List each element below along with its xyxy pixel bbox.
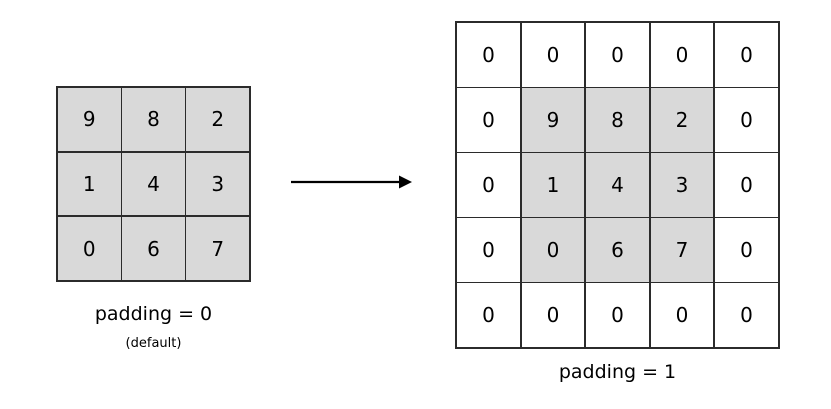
matrix-cell: 0 bbox=[650, 23, 714, 87]
matrix-cell: 0 bbox=[521, 218, 585, 282]
matrix-cell: 0 bbox=[715, 153, 778, 217]
matrix-cell: 0 bbox=[457, 283, 520, 347]
matrix-cell: 4 bbox=[586, 153, 649, 217]
matrix-cell: 0 bbox=[650, 283, 714, 347]
matrix-cell: 9 bbox=[58, 88, 121, 151]
matrix-cell: 0 bbox=[521, 23, 585, 87]
matrix-cell: 4 bbox=[122, 152, 185, 216]
matrix-cell: 1 bbox=[521, 153, 585, 217]
matrix-cell: 0 bbox=[457, 23, 520, 87]
matrix-cell: 0 bbox=[457, 218, 520, 282]
matrix-cell: 0 bbox=[586, 283, 649, 347]
matrix-cell: 0 bbox=[58, 217, 121, 280]
transform-arrow-icon bbox=[291, 175, 412, 189]
matrix-cell: 9 bbox=[521, 88, 585, 152]
matrix-cell: 0 bbox=[715, 283, 778, 347]
matrix-cell: 2 bbox=[186, 88, 249, 151]
matrix-cell: 8 bbox=[122, 88, 185, 151]
matrix-cell: 1 bbox=[58, 152, 121, 216]
matrix-cell: 7 bbox=[650, 218, 714, 282]
matrix-cell: 3 bbox=[650, 153, 714, 217]
matrix-cell: 7 bbox=[186, 217, 249, 280]
matrix-cell: 0 bbox=[521, 283, 585, 347]
matrix-cell: 6 bbox=[586, 218, 649, 282]
matrix-cell: 3 bbox=[186, 152, 249, 216]
matrix-cell: 8 bbox=[586, 88, 649, 152]
matrix-cell: 0 bbox=[457, 153, 520, 217]
matrix-cell: 6 bbox=[122, 217, 185, 280]
input-matrix-sublabel: (default) bbox=[125, 336, 182, 351]
matrix-cell: 0 bbox=[715, 88, 778, 152]
matrix-cell: 0 bbox=[715, 218, 778, 282]
matrix-cell: 0 bbox=[586, 23, 649, 87]
matrix-cell: 0 bbox=[715, 23, 778, 87]
padded-matrix-label: padding = 1 bbox=[558, 361, 677, 383]
matrix-cell: 0 bbox=[457, 88, 520, 152]
input-matrix-label: padding = 0 bbox=[94, 303, 213, 325]
matrix-cell: 2 bbox=[650, 88, 714, 152]
